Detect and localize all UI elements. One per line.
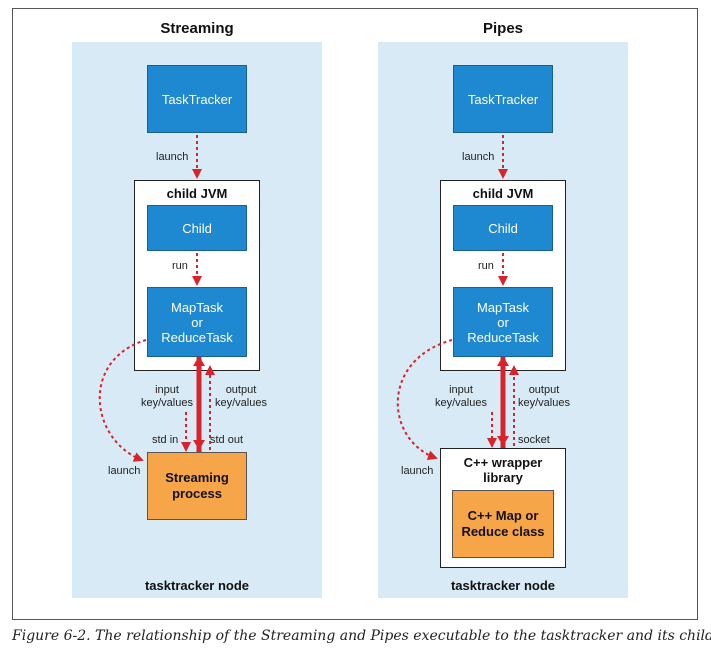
streaming-output-label: output key/values — [215, 384, 267, 410]
pipes-node-label: tasktracker node — [450, 578, 556, 593]
streaming-stdin-label: std in — [152, 434, 179, 446]
pipes-wrapper-label: C++ wrapper library — [441, 455, 565, 485]
streaming-stdout-label: std out — [210, 434, 244, 446]
input-line-2: key/values — [141, 397, 193, 409]
pipes-maptask-box: MapTask or ReduceTask — [453, 287, 553, 357]
pipes-tasktracker-box: TaskTracker — [453, 65, 553, 133]
streaming-title: Streaming — [160, 20, 234, 37]
cpp-line-1: C++ Map or — [467, 508, 539, 523]
pipes-input-label: input key/values — [435, 384, 487, 410]
process-line-2: process — [172, 486, 222, 501]
wrapper-line-2: library — [483, 470, 523, 485]
maptask-line-3: ReduceTask — [467, 329, 539, 345]
pipes-launch-label: launch — [462, 151, 495, 163]
wrapper-line-1: C++ wrapper — [463, 455, 543, 470]
input-line-1: input — [449, 384, 473, 396]
pipes-title: Pipes — [482, 20, 524, 37]
pipes-run-label: run — [478, 260, 494, 272]
pipes-cpp-class-box: C++ Map or Reduce class — [452, 490, 554, 558]
streaming-maptask-box: MapTask or ReduceTask — [147, 287, 247, 357]
streaming-node-label: tasktracker node — [144, 578, 250, 593]
streaming-launch-label: launch — [156, 151, 189, 163]
process-line-1: Streaming — [165, 470, 229, 485]
pipes-socket-arrowhead-bottom — [497, 436, 509, 446]
output-line-2: key/values — [215, 397, 267, 409]
input-line-2: key/values — [435, 397, 487, 409]
pipes-jvm-label: child JVM — [472, 186, 534, 201]
maptask-line-1: MapTask — [170, 299, 224, 315]
pipes-launch-curve — [396, 339, 453, 461]
pipes-output-label: output key/values — [518, 384, 570, 410]
maptask-line-1: MapTask — [476, 299, 530, 315]
pipes-socket-arrowhead — [497, 356, 509, 366]
output-line-2: key/values — [518, 397, 570, 409]
pipes-child-box: Child — [453, 205, 553, 251]
input-line-1: input — [155, 384, 179, 396]
streaming-input-label: input key/values — [141, 384, 193, 410]
streaming-child-box: Child — [147, 205, 247, 251]
output-line-1: output — [225, 384, 257, 396]
maptask-line-2: or — [191, 314, 203, 330]
streaming-tasktracker-box: TaskTracker — [147, 65, 247, 133]
streaming-launch-side-label: launch — [108, 465, 141, 477]
maptask-line-2: or — [497, 314, 509, 330]
streaming-pipe-arrowhead — [193, 356, 205, 366]
pipes-socket-label: socket — [518, 434, 550, 446]
streaming-pipe-arrowhead-bottom — [193, 440, 205, 450]
streaming-process-box: Streaming process — [147, 452, 247, 520]
maptask-line-3: ReduceTask — [161, 329, 233, 345]
cpp-line-2: Reduce class — [461, 524, 545, 539]
streaming-jvm-label: child JVM — [166, 186, 228, 201]
output-line-1: output — [528, 384, 560, 396]
streaming-launch-curve — [98, 339, 147, 462]
streaming-run-label: run — [172, 260, 188, 272]
figure-caption: Figure 6-2. The relationship of the Stre… — [12, 628, 711, 644]
pipes-launch-side-label: launch — [401, 465, 434, 477]
